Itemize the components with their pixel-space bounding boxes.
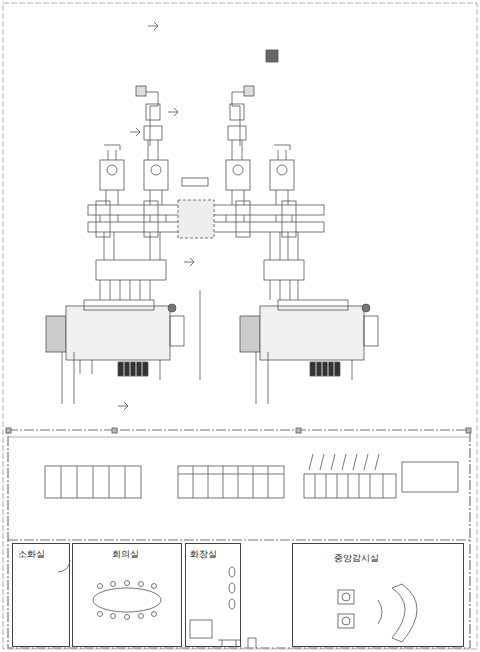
- room-label: 소화실: [17, 548, 46, 561]
- room-box: 소화실: [12, 543, 70, 647]
- room-box: 회의실: [72, 543, 182, 647]
- room-box: 중앙감시실: [292, 543, 464, 647]
- room-label: 중앙감시실: [333, 552, 380, 565]
- room-box: 화장실: [185, 543, 241, 647]
- room-label: 회의실: [111, 548, 140, 561]
- room-label: 화장실: [189, 548, 218, 561]
